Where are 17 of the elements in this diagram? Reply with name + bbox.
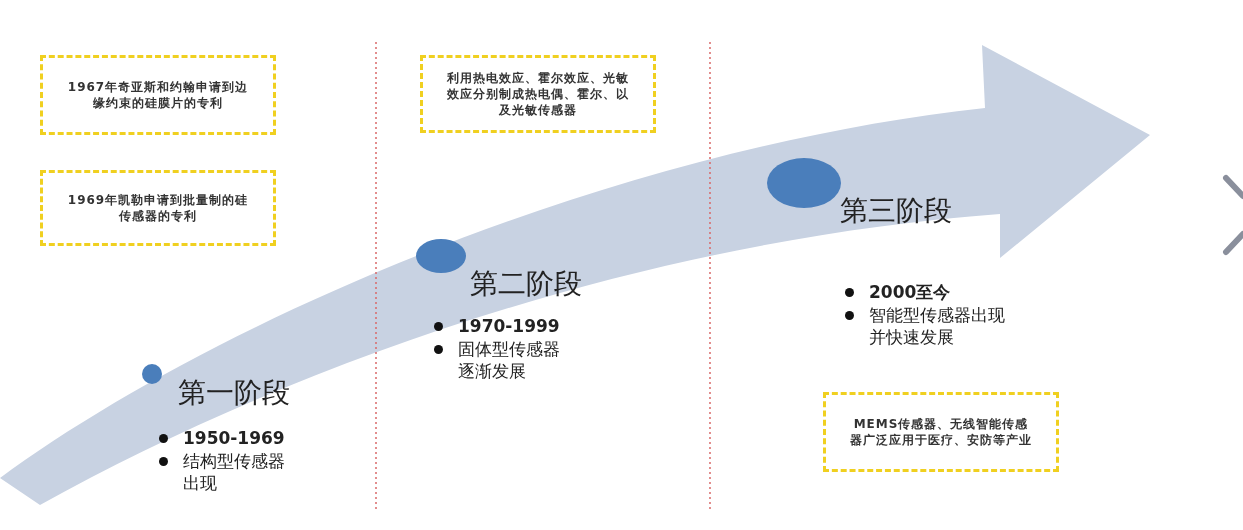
- dashed-note-box: [420, 55, 656, 133]
- stage-period: 2000至今: [869, 282, 952, 304]
- note-text: 1969年凯勒申请到批量制的硅传感器的专利: [66, 191, 250, 225]
- stage-heading: 第三阶段: [840, 193, 952, 229]
- note-text: MEMS传感器、无线智能传感器广泛应用于医疗、安防等产业: [849, 415, 1033, 449]
- note-text: 利用热电效应、霍尔效应、光敏效应分别制成热电偶、霍尔、以及光敏传感器: [446, 69, 630, 119]
- stage-period: 1950-1969: [183, 428, 286, 450]
- stage-heading: 第一阶段: [178, 375, 290, 411]
- stage-description: 结构型传感器出现: [183, 451, 286, 494]
- dashed-note-box: [40, 170, 276, 246]
- dashed-note-box: [40, 55, 276, 135]
- stage-description: 智能型传感器出现并快速发展: [869, 305, 1006, 348]
- stage-description: 固体型传感器逐渐发展: [458, 339, 561, 382]
- stage-heading: 第二阶段: [470, 266, 582, 302]
- stage-period: 1970-1999: [458, 316, 561, 338]
- dashed-note-box: [823, 392, 1059, 472]
- note-text: 1967年奇亚斯和约翰申请到边缘约束的硅膜片的专利: [66, 78, 250, 112]
